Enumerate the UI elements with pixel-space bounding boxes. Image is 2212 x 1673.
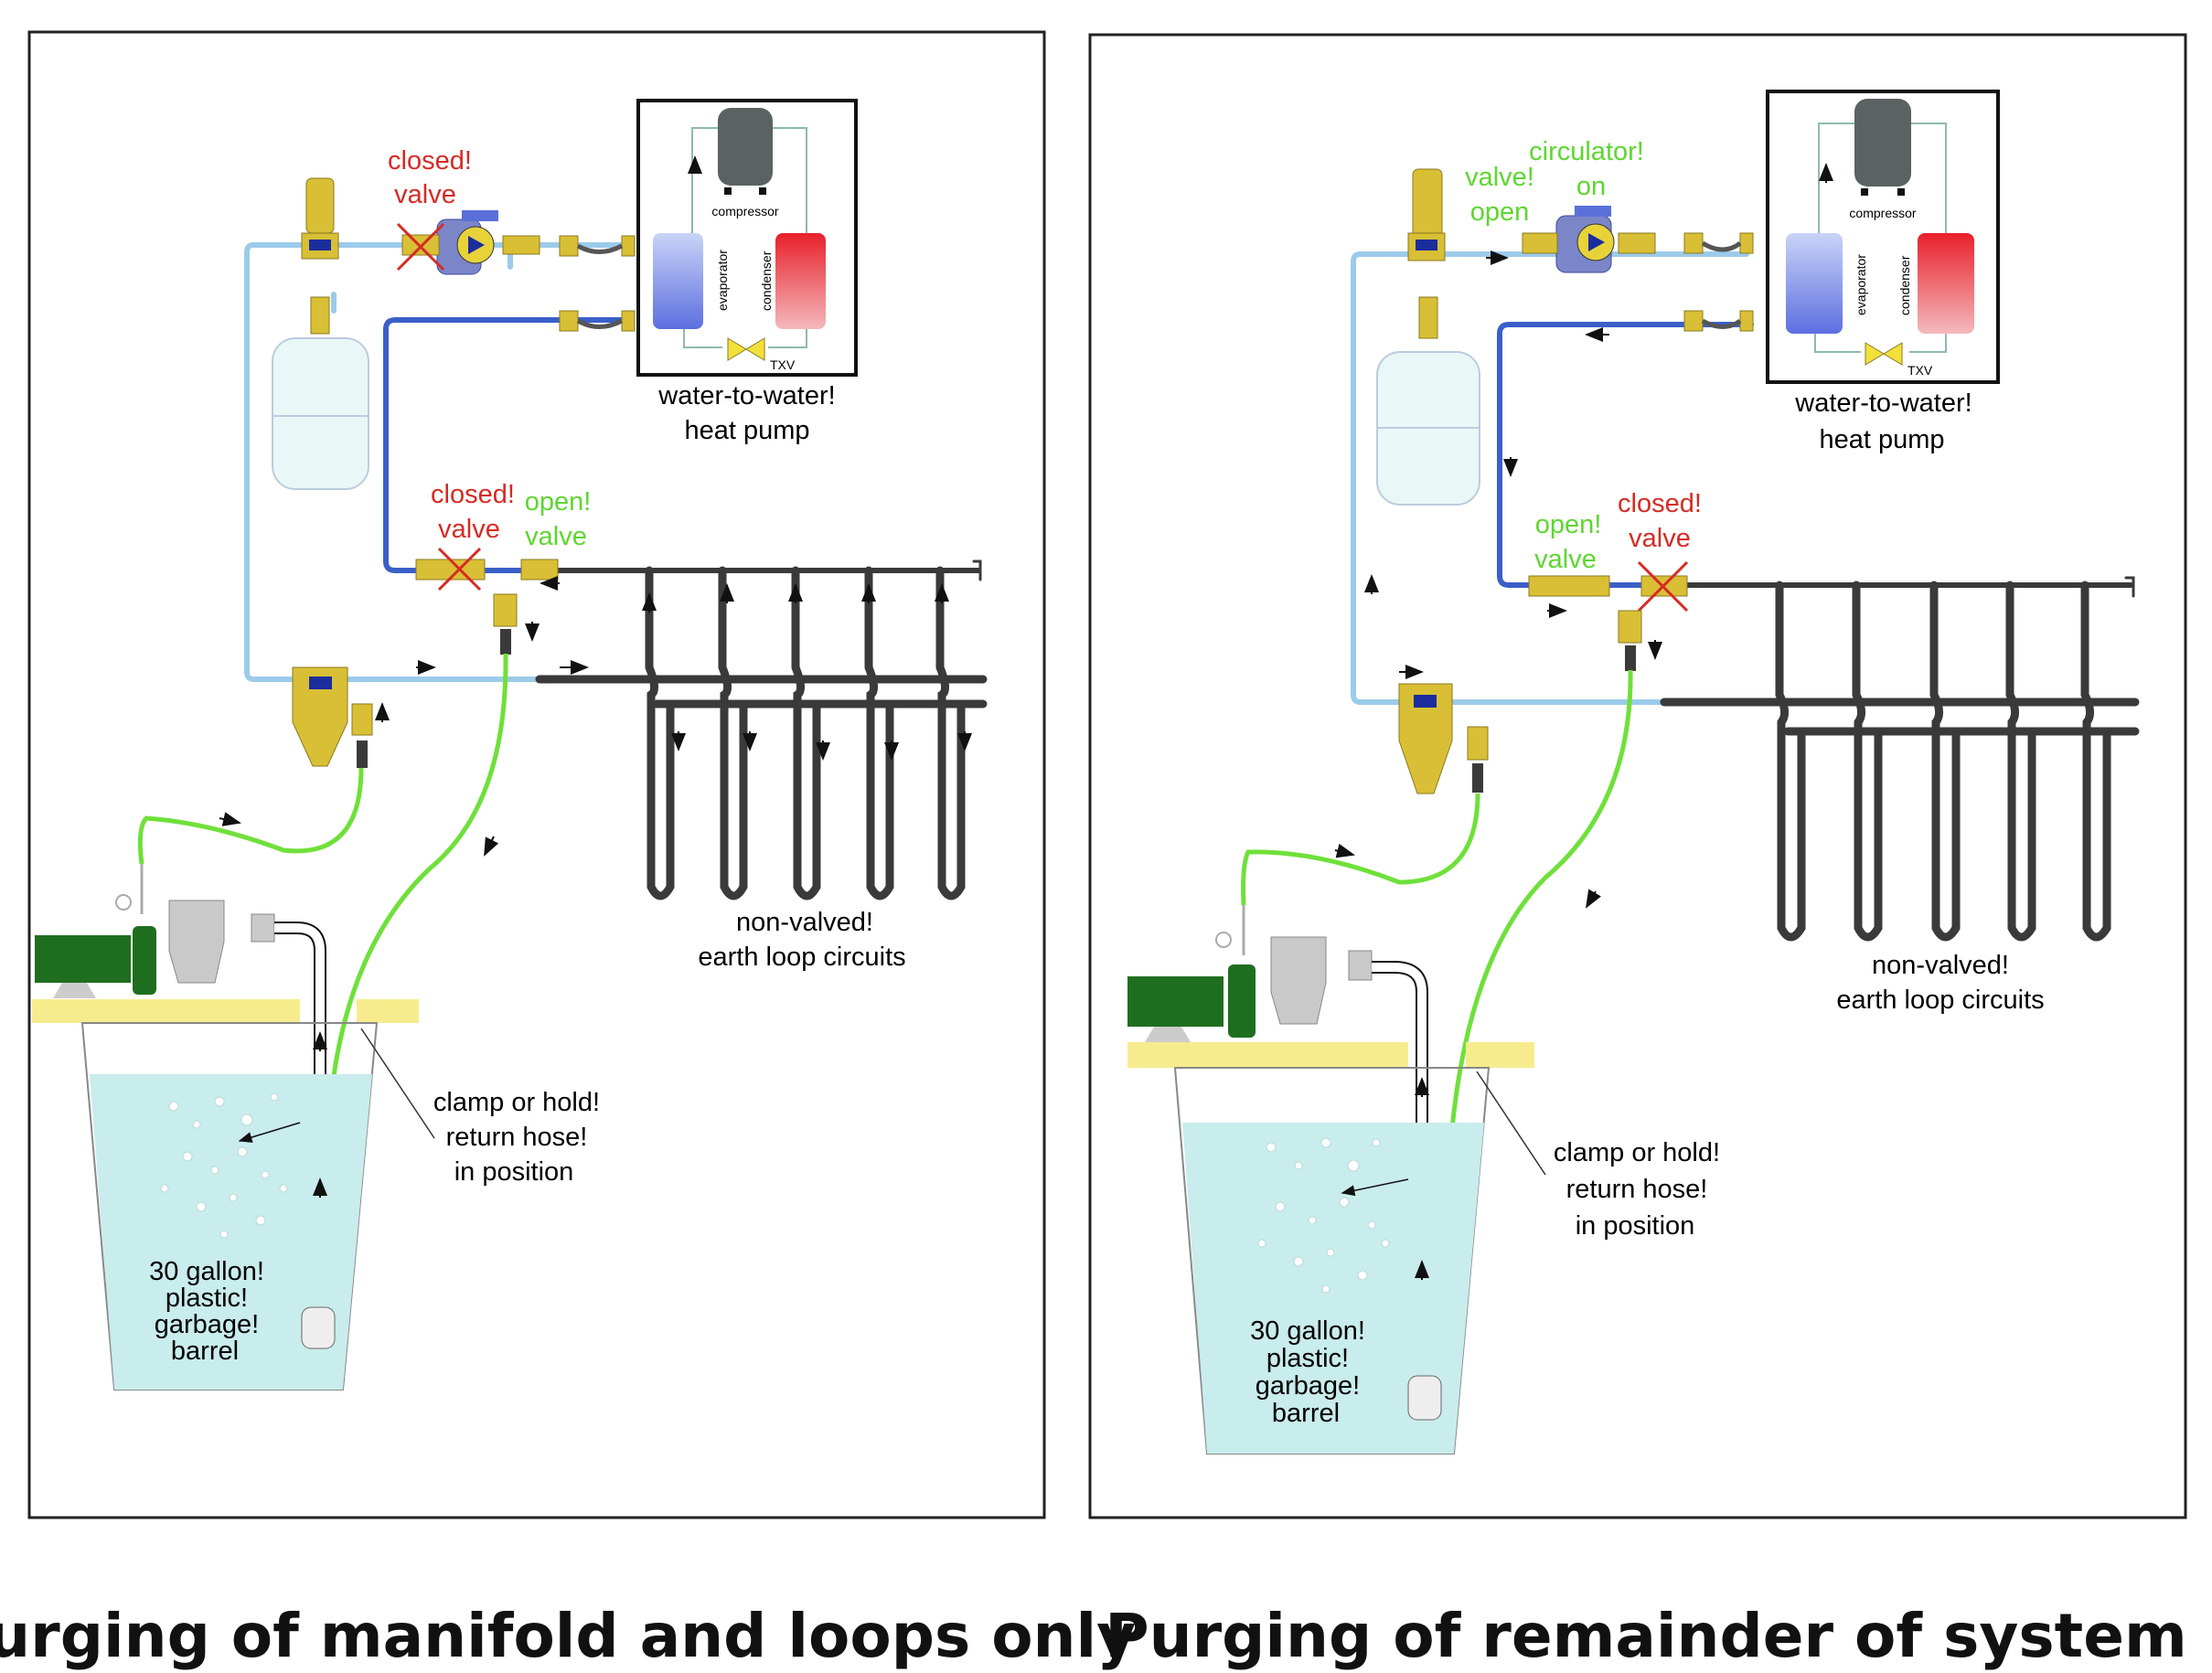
manifold-valve-b-label: valve [1629,524,1691,553]
motor [35,935,131,983]
return-hose [299,653,508,1125]
top-valve-label: valve [394,180,456,209]
compressor-label: compressor [711,204,778,218]
circulator-pump [436,210,540,275]
barrel-label-1: 30 gallon! [149,1257,264,1286]
circulator-pump [1522,206,1656,273]
supply-hose [137,767,364,865]
circulator-label: circulator! [1529,137,1644,166]
txv-label: TXV [770,357,796,372]
condenser-label: condenser [759,250,774,311]
air-vent [301,177,339,260]
dirt-separator [292,666,373,768]
expansion-tank [272,296,369,490]
supply-pipe [244,242,661,682]
panel-frame [1088,33,2187,1519]
heat-pump-title-2: heat pump [684,416,809,445]
txv-valve [727,337,765,361]
heat-pump: compressor evaporator condenser TXV wate… [636,99,858,445]
loops-label-1: non-valved! [736,908,873,937]
barrel-label-2: plastic! [166,1284,248,1313]
hp-connectors [1683,232,1754,332]
return-pipe [383,317,981,573]
bubbles [160,1092,288,1239]
evaporator-label: evaporator [715,250,730,311]
barrel-label-2: plastic! [1266,1344,1349,1373]
shelf-right [357,999,419,1023]
manifold-valve-b-state: closed! [1618,489,1702,518]
piping [244,242,988,709]
hose-label-3: in position [454,1157,574,1187]
purge-cart [1127,905,1534,1455]
barrel-label-4: barrel [1272,1399,1340,1428]
expansion-tank [1376,296,1480,506]
barrel-water [90,1074,372,1390]
manifold-valve-a-state: closed! [431,480,515,509]
hose-callout-line [360,1028,435,1139]
hose-label-1: clamp or hold! [1554,1138,1720,1167]
flow-arrows [219,155,972,1198]
hp-connectors [559,235,636,332]
loops-label-2: earth loop circuits [1836,986,2044,1015]
panel-caption: Purging of remainder of system [1105,1601,2187,1671]
top-valve-state: open [1470,197,1530,227]
piping [1351,251,2140,736]
manifold-valves [1528,560,1689,671]
hoses [137,653,508,1125]
hoses [1241,669,1633,1182]
heat-pump-title-1: water-to-water! [1794,389,1972,418]
dirt-separator [1398,683,1489,794]
top-valve-state: closed! [388,146,472,176]
manifold-valve-a-label: valve [1534,545,1597,574]
heat-pump-title-2: heat pump [1819,425,1944,454]
isolation-valve-top [396,222,445,272]
barrel-label-4: barrel [171,1337,239,1366]
manifold-valve-b-state: open! [525,487,592,517]
bubbles [1257,1137,1390,1294]
condenser-shape [775,233,826,329]
top-valve-label: valve! [1465,163,1534,192]
heat-pump: compressor evaporator condenser TXV wate… [1766,90,2000,454]
air-vent [1407,168,1446,261]
compressor-label: compressor [1849,206,1916,220]
loops-label-2: earth loop circuits [698,943,905,972]
condenser-label: condenser [1897,255,1912,315]
shelf-left [32,999,300,1023]
earth-loops [1775,581,2111,942]
circulator-state: on [1576,172,1606,201]
panel-remainder-of-system: compressor evaporator condenser TXV wate… [1088,33,2187,1671]
panel-caption: Purging of manifold and loops only [0,1601,1136,1671]
hose-label-2: return hose! [1566,1175,1708,1204]
txv-label: TXV [1907,363,1933,378]
manifold-valve-b-label: valve [525,522,587,551]
panel-frame [27,30,1046,1519]
barrel-label-3: garbage! [1256,1371,1361,1401]
manifold-valve-a-label: valve [438,515,500,544]
hose-callout-line [1476,1071,1546,1176]
barrel-label-1: 30 gallon! [1250,1316,1365,1346]
loops-label-1: non-valved! [1872,951,2009,980]
earth-loops [645,566,966,900]
heat-pump-title-1: water-to-water! [657,381,835,410]
evaporator-label: evaporator [1854,254,1868,315]
manifold-valve-a-state: open! [1535,510,1602,539]
panel-manifold-and-loops: compressor evaporator condenser TXV wate… [0,30,1136,1671]
purge-cart [32,864,419,1391]
flow-arrows [1334,163,1833,1280]
compressor-shape [718,108,773,186]
hose-label-2: return hose! [446,1123,588,1152]
evaporator-shape [653,233,703,329]
barrel-label-3: garbage! [155,1310,260,1339]
manifold-valves [415,547,559,655]
hose-label-3: in position [1576,1211,1695,1241]
hose-label-1: clamp or hold! [433,1088,600,1117]
